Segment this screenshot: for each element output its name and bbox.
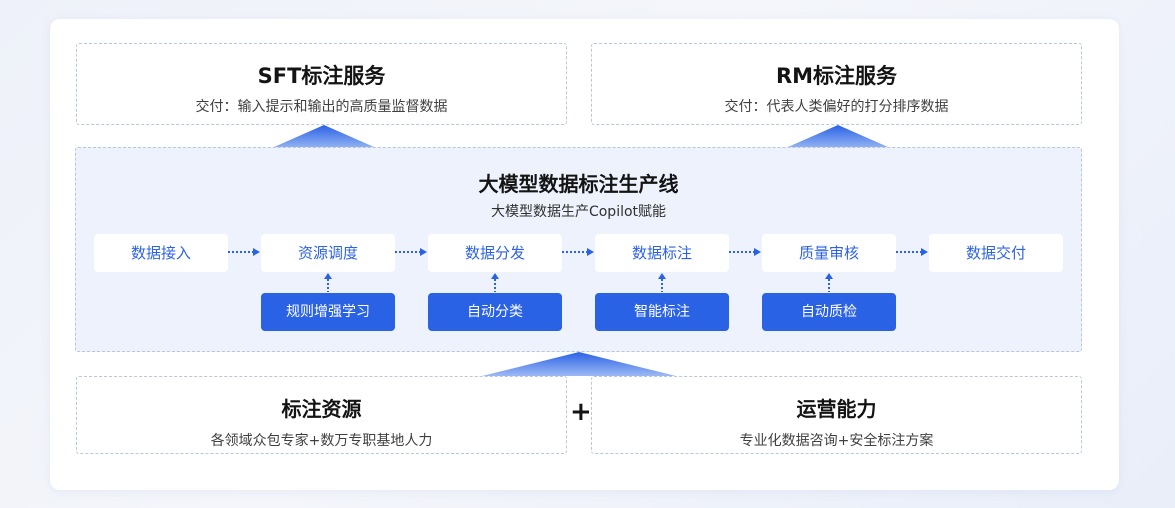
up-arrow-to-sft-icon xyxy=(274,125,374,147)
substep-auto-quality-check: 自动质检 xyxy=(762,293,896,331)
sft-service-box: SFT标注服务 交付：输入提示和输出的高质量监督数据 xyxy=(76,43,567,125)
sft-service-title: SFT标注服务 xyxy=(257,64,386,88)
substep-auto-classification: 自动分类 xyxy=(428,293,562,331)
arrow-up-icon xyxy=(324,273,332,292)
pipeline-panel: 大模型数据标注生产线 大模型数据生产Copilot赋能 数据接入 资源调度 数据… xyxy=(75,147,1082,352)
step-data-annotation: 数据标注 xyxy=(595,234,729,272)
arrow-right-icon xyxy=(729,248,761,256)
rm-service-box: RM标注服务 交付：代表人类偏好的打分排序数据 xyxy=(591,43,1082,125)
step-data-ingest: 数据接入 xyxy=(94,234,228,272)
operation-capability-subtitle: 专业化数据咨询+安全标注方案 xyxy=(739,433,934,449)
sft-service-subtitle: 交付：输入提示和输出的高质量监督数据 xyxy=(195,99,448,115)
arrow-right-icon xyxy=(395,248,427,256)
arrow-right-icon xyxy=(896,248,928,256)
operation-capability-box: 运营能力 专业化数据咨询+安全标注方案 xyxy=(591,376,1082,454)
step-data-distribution: 数据分发 xyxy=(428,234,562,272)
annotation-resources-subtitle: 各领域众包专家+数万专职基地人力 xyxy=(210,433,433,449)
arrow-right-icon xyxy=(562,248,594,256)
substep-rule-enhanced-learning: 规则增强学习 xyxy=(261,293,395,331)
annotation-resources-box: 标注资源 各领域众包专家+数万专职基地人力 xyxy=(76,376,567,454)
annotation-resources-title: 标注资源 xyxy=(281,397,362,421)
up-arrow-to-rm-icon xyxy=(788,125,888,147)
pipeline-subtitle: 大模型数据生产Copilot赋能 xyxy=(490,204,667,220)
operation-capability-title: 运营能力 xyxy=(796,397,877,421)
up-arrow-to-pipeline-icon xyxy=(482,352,676,376)
plus-sign: + xyxy=(570,397,592,427)
arrow-right-icon xyxy=(228,248,260,256)
step-resource-scheduling: 资源调度 xyxy=(261,234,395,272)
step-quality-review: 质量审核 xyxy=(762,234,896,272)
arrow-up-icon xyxy=(491,273,499,292)
step-data-delivery: 数据交付 xyxy=(929,234,1063,272)
pipeline-title: 大模型数据标注生产线 xyxy=(478,172,679,196)
rm-service-title: RM标注服务 xyxy=(775,64,898,88)
rm-service-subtitle: 交付：代表人类偏好的打分排序数据 xyxy=(724,99,949,115)
arrow-up-icon xyxy=(825,273,833,292)
arrow-up-icon xyxy=(658,273,666,292)
substep-smart-annotation: 智能标注 xyxy=(595,293,729,331)
